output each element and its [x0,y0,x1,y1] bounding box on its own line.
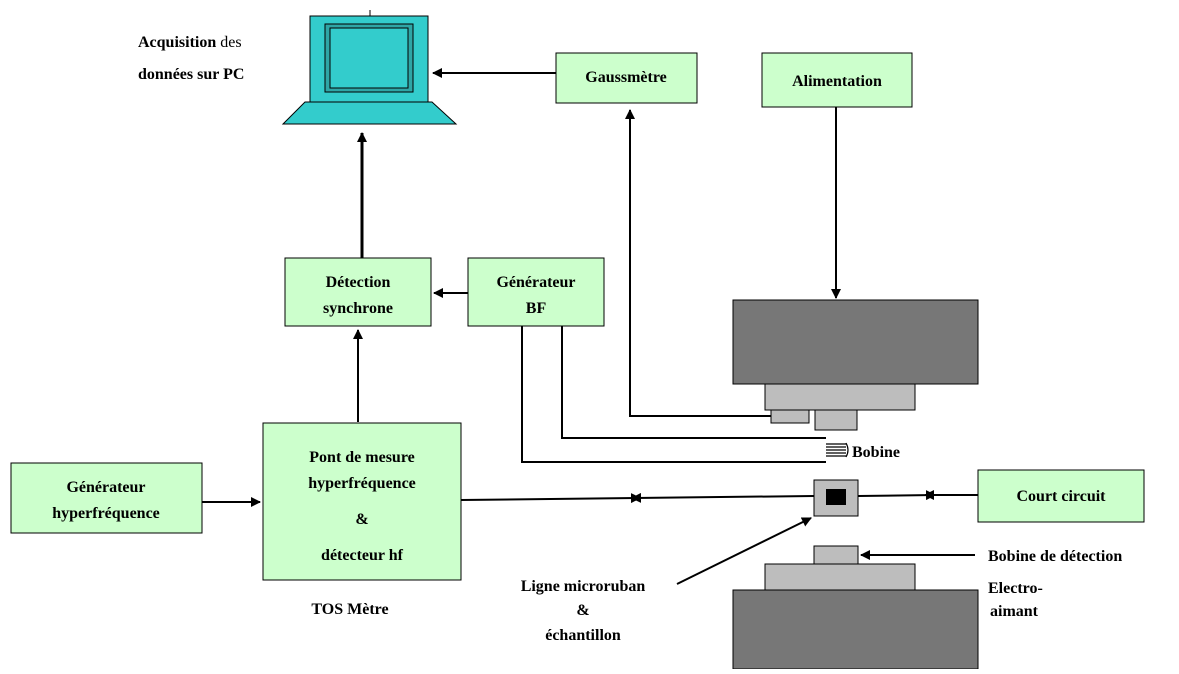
arrow-ligne-label [676,517,812,585]
wire-line-to-court-circuit [857,490,936,501]
court-circuit-label: Court circuit [1016,488,1106,505]
pont-de-mesure-block [262,422,462,581]
wire-line-to-pont [631,492,815,503]
tos-metre-label: TOS Mètre [311,601,388,618]
ligne-label-line3: échantillon [545,627,621,644]
gaussmetre-probe-line [625,109,771,417]
pont-label-line2: hyperfréquence [308,475,416,492]
bf-wire-upper [561,326,826,439]
generateur-hf-label-line2: hyperfréquence [52,505,160,522]
wire-pont-to-line [460,493,641,504]
detection-synchrone-block [284,257,432,327]
detection-label-line2: synchrone [323,300,393,317]
computer-icon [281,10,458,125]
upper-probe-left [770,409,810,424]
generateur-bf-block [467,257,605,327]
pc-label-line1: Acquisition des [138,34,242,51]
lower-pole-piece [764,563,916,591]
upper-electromagnet [732,299,979,385]
generateur-hf-block [10,462,203,534]
generateur-bf-label-line2: BF [526,300,547,317]
ligne-label-line2: & [576,602,589,619]
electro-label-line2: aimant [990,603,1039,620]
bobine-detection-label: Bobine de détection [988,548,1122,565]
bobine-detection-coil [813,545,859,565]
generateur-hf-label-line1: Générateur [66,479,145,496]
bf-wire-lower [521,326,826,463]
electro-label-line1: Electro- [988,580,1043,597]
gaussmetre-block [555,52,698,104]
alimentation-label: Alimentation [792,73,882,90]
upper-pole-piece [764,383,916,411]
bobine-label: Bobine [852,444,900,461]
pont-label-line3: & [355,511,368,528]
generateur-bf-label-line1: Générateur [496,274,575,291]
sample-echantillon [826,489,846,505]
pc-label-line2: données sur PC [138,66,244,83]
detection-label-line1: Détection [326,274,391,291]
lower-electromagnet [732,589,979,670]
alimentation-block [761,52,913,108]
ligne-label-line1: Ligne microruban [521,578,646,595]
gaussmetre-label: Gaussmètre [585,69,666,86]
pont-label-line1: Pont de mesure [309,449,414,466]
upper-probe-right [814,409,858,431]
pont-label-line4: détecteur hf [321,547,404,564]
bobine-coil-icon [826,442,849,458]
court-circuit-block [977,469,1145,523]
